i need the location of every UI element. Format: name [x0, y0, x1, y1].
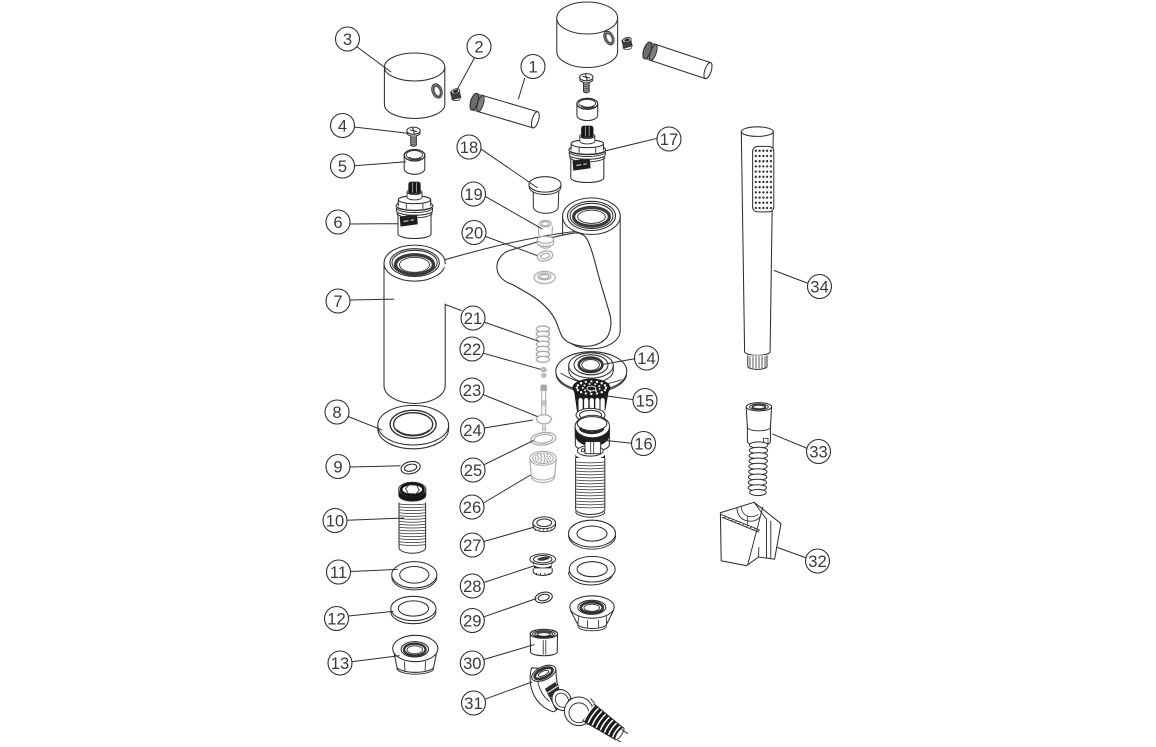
- svg-text:33: 33: [809, 442, 827, 461]
- svg-text:2: 2: [474, 37, 483, 56]
- svg-text:22: 22: [463, 340, 481, 359]
- svg-text:18: 18: [460, 138, 478, 157]
- svg-text:13: 13: [331, 654, 349, 673]
- svg-text:24: 24: [463, 421, 481, 440]
- svg-text:21: 21: [464, 309, 482, 328]
- svg-text:15: 15: [636, 391, 654, 410]
- svg-text:5: 5: [338, 157, 347, 176]
- svg-text:14: 14: [637, 349, 655, 368]
- svg-text:9: 9: [333, 457, 342, 476]
- svg-text:10: 10: [326, 511, 344, 530]
- svg-text:11: 11: [330, 563, 347, 582]
- svg-text:17: 17: [660, 130, 678, 149]
- svg-text:6: 6: [333, 213, 342, 232]
- svg-text:19: 19: [464, 185, 482, 204]
- svg-text:23: 23: [463, 381, 481, 400]
- svg-text:1: 1: [528, 57, 537, 76]
- svg-text:25: 25: [464, 461, 482, 480]
- svg-text:4: 4: [338, 116, 347, 135]
- svg-text:27: 27: [463, 536, 481, 555]
- svg-text:3: 3: [343, 30, 352, 49]
- svg-text:7: 7: [333, 292, 342, 311]
- svg-text:16: 16: [634, 434, 652, 453]
- svg-text:32: 32: [808, 552, 826, 571]
- svg-text:20: 20: [465, 223, 483, 242]
- svg-text:8: 8: [332, 403, 341, 422]
- svg-text:30: 30: [463, 654, 481, 673]
- svg-text:28: 28: [463, 577, 481, 596]
- svg-text:29: 29: [463, 611, 481, 630]
- svg-text:31: 31: [464, 694, 482, 713]
- svg-text:34: 34: [810, 277, 828, 296]
- svg-text:12: 12: [327, 609, 345, 628]
- svg-text:26: 26: [463, 498, 481, 517]
